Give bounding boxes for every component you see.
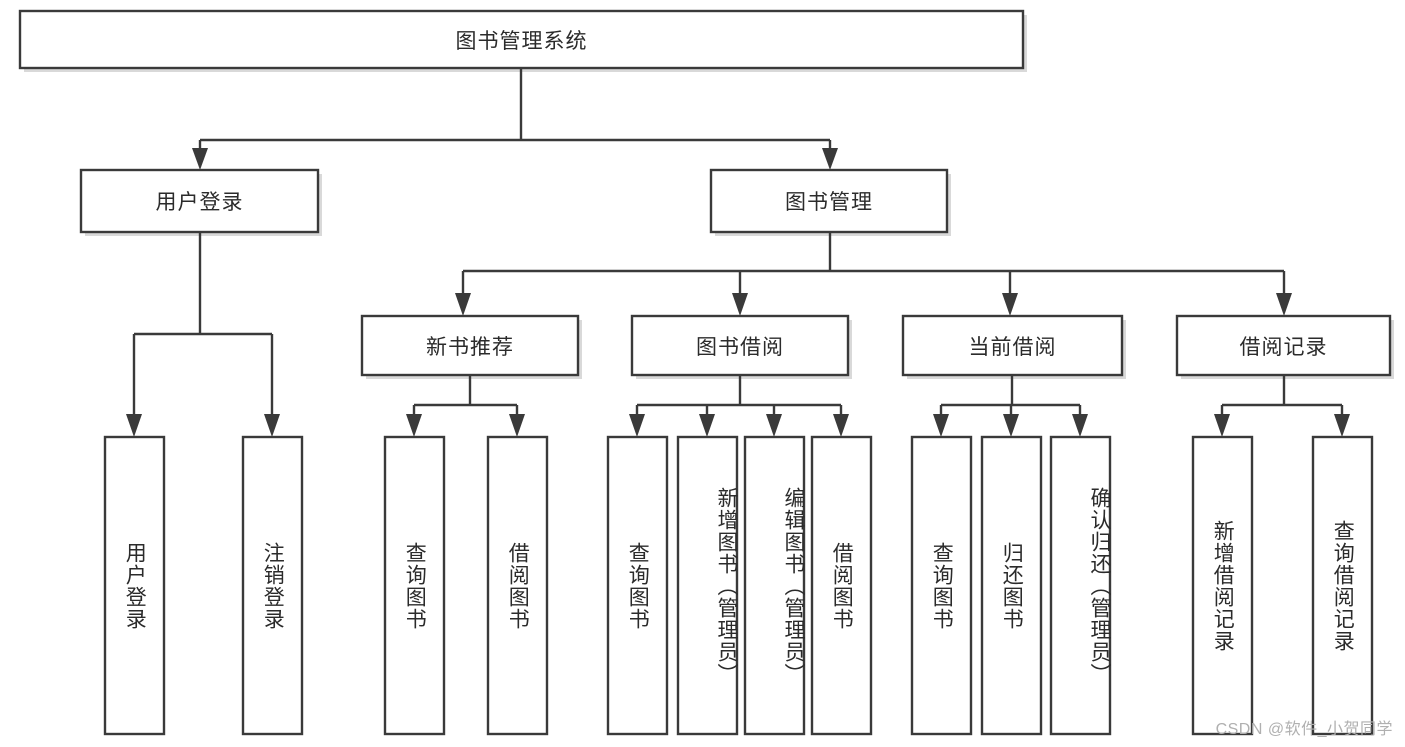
arrow-to-leaf-edit-book [766,414,782,437]
node-leaf-return-book[interactable] [980,435,1043,736]
node-leaf-add-record[interactable] [1191,435,1254,736]
node-leaf-edit-book[interactable] [743,435,806,736]
arrow-to-leaf-user-login [126,414,142,437]
arrow-to-leaf-add-book [699,414,715,437]
node-borrow-record[interactable] [1175,314,1392,377]
arrow-root-to-book-management [822,148,838,170]
arrow-to-current-borrow [1002,293,1018,316]
node-leaf-confirm-return[interactable] [1049,435,1112,736]
node-new-book-recommend[interactable] [360,314,580,377]
node-leaf-add-book[interactable] [676,435,739,736]
node-leaf-query-book-1[interactable] [383,435,446,736]
arrow-to-leaf-confirm-return [1072,414,1088,437]
arrow-to-leaf-user-logout [264,414,280,437]
node-boxes [18,9,1392,736]
node-user-login[interactable] [79,168,320,234]
node-leaf-user-logout[interactable] [241,435,304,736]
arrow-to-leaf-query-record [1334,414,1350,437]
arrow-to-leaf-query-book-1 [406,414,422,437]
node-leaf-borrow-book-2[interactable] [810,435,873,736]
node-book-management[interactable] [709,168,949,234]
arrow-to-borrow-record [1276,293,1292,316]
node-current-borrow[interactable] [901,314,1124,377]
arrow-root-to-user-login [192,148,208,170]
node-leaf-user-login[interactable] [103,435,166,736]
arrow-to-leaf-borrow-book-2 [833,414,849,437]
connectors [126,68,1350,437]
node-leaf-query-record[interactable] [1311,435,1374,736]
arrow-to-leaf-query-book-2 [629,414,645,437]
arrow-to-leaf-borrow-book-1 [509,414,525,437]
arrow-to-leaf-query-book-3 [933,414,949,437]
node-leaf-query-book-3[interactable] [910,435,973,736]
node-root[interactable] [18,9,1025,70]
arrow-to-leaf-return-book [1003,414,1019,437]
arrow-to-leaf-add-record [1214,414,1230,437]
arrow-to-new-book-recommend [455,293,471,316]
node-leaf-query-book-2[interactable] [606,435,669,736]
arrow-to-book-borrow [732,293,748,316]
node-book-borrow[interactable] [630,314,850,377]
node-leaf-borrow-book-1[interactable] [486,435,549,736]
